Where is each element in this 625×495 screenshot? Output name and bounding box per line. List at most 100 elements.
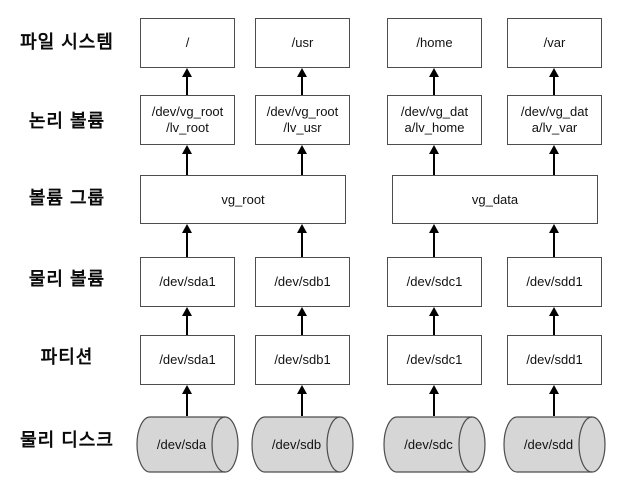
arrow-shaft: [433, 77, 435, 95]
partition-label: /dev/sdc1: [406, 352, 463, 367]
up-arrow: [296, 145, 308, 175]
up-arrow: [548, 307, 560, 335]
up-arrow: [548, 68, 560, 95]
lv-label-line1: /dev/vg_dat: [520, 104, 589, 119]
partition-label: /dev/sda1: [159, 352, 216, 367]
arrow-shaft: [433, 394, 435, 416]
arrow-shaft: [301, 394, 303, 416]
partition-label: /dev/sdb1: [274, 352, 331, 367]
disk-label: /dev/sdb: [271, 437, 322, 452]
arrow-shaft: [553, 233, 555, 257]
up-arrow: [181, 385, 193, 416]
filesystem-label: /var: [543, 35, 566, 50]
arrow-shaft: [553, 77, 555, 95]
lv-label-line1: /dev/vg_root: [266, 104, 339, 119]
arrowhead-icon: [549, 385, 559, 394]
disk-label: /dev/sdc: [404, 437, 453, 452]
cylinder-icon: [251, 416, 354, 473]
arrow-shaft: [186, 394, 188, 416]
arrowhead-icon: [297, 145, 307, 154]
filesystem-label: /: [185, 35, 190, 50]
physical-volume-box: /dev/sdb1: [255, 257, 350, 307]
up-arrow: [296, 68, 308, 95]
physical-volume-label: /dev/sdd1: [526, 274, 583, 289]
cylinder-icon: [383, 416, 486, 473]
up-arrow: [296, 307, 308, 335]
partition-label: /dev/sdd1: [526, 352, 583, 367]
arrow-shaft: [301, 77, 303, 95]
logical-volume-box: /dev/vg_root /lv_usr: [255, 95, 350, 145]
arrowhead-icon: [297, 307, 307, 316]
up-arrow: [296, 224, 308, 257]
disk-cylinder: /dev/sda: [136, 416, 239, 473]
arrowhead-icon: [549, 145, 559, 154]
arrow-shaft: [433, 233, 435, 257]
arrow-shaft: [553, 154, 555, 175]
up-arrow: [428, 224, 440, 257]
physical-volume-box: /dev/sdc1: [387, 257, 482, 307]
lv-label-line2: /lv_usr: [283, 120, 322, 135]
filesystem-box: /: [140, 18, 235, 68]
up-arrow: [428, 68, 440, 95]
filesystem-label: /home: [416, 35, 453, 50]
row-label-volume-group: 볼륨 그룹: [28, 188, 106, 208]
physical-volume-label: /dev/sdb1: [274, 274, 331, 289]
arrowhead-icon: [297, 385, 307, 394]
arrow-shaft: [186, 316, 188, 335]
volume-group-box: vg_root: [140, 175, 346, 224]
volume-group-label: vg_root: [221, 191, 265, 207]
disk-cylinder: /dev/sdb: [251, 416, 354, 473]
arrowhead-icon: [182, 385, 192, 394]
arrow-shaft: [553, 316, 555, 335]
partition-box: /dev/sdc1: [387, 335, 482, 385]
row-label-physical-disk: 물리 디스크: [20, 430, 114, 450]
filesystem-box: /usr: [255, 18, 350, 68]
arrow-shaft: [186, 154, 188, 175]
arrowhead-icon: [429, 385, 439, 394]
filesystem-box: /var: [507, 18, 602, 68]
arrowhead-icon: [549, 68, 559, 77]
arrowhead-icon: [182, 145, 192, 154]
row-label-logical-volume: 논리 볼륨: [28, 111, 106, 131]
volume-group-box: vg_data: [392, 175, 598, 224]
row-label-file-system: 파일 시스템: [20, 32, 114, 52]
up-arrow: [548, 145, 560, 175]
arrowhead-icon: [429, 224, 439, 233]
partition-box: /dev/sdb1: [255, 335, 350, 385]
row-label-physical-volume: 물리 볼륨: [28, 269, 106, 289]
up-arrow: [181, 307, 193, 335]
physical-volume-label: /dev/sda1: [159, 274, 216, 289]
up-arrow: [428, 307, 440, 335]
lv-label-line1: /dev/vg_root: [151, 104, 224, 119]
up-arrow: [181, 224, 193, 257]
arrowhead-icon: [549, 224, 559, 233]
up-arrow: [548, 385, 560, 416]
arrowhead-icon: [182, 68, 192, 77]
arrow-shaft: [186, 233, 188, 257]
up-arrow: [181, 145, 193, 175]
arrowhead-icon: [429, 145, 439, 154]
up-arrow: [181, 68, 193, 95]
arrow-shaft: [186, 77, 188, 95]
disk-label: /dev/sda: [156, 437, 207, 452]
filesystem-label: /usr: [291, 35, 314, 50]
physical-volume-box: /dev/sda1: [140, 257, 235, 307]
physical-volume-box: /dev/sdd1: [507, 257, 602, 307]
arrow-shaft: [301, 316, 303, 335]
logical-volume-box: /dev/vg_dat a/lv_home: [387, 95, 482, 145]
filesystem-box: /home: [387, 18, 482, 68]
up-arrow: [428, 385, 440, 416]
partition-box: /dev/sda1: [140, 335, 235, 385]
up-arrow: [548, 224, 560, 257]
lv-label-line2: /lv_root: [166, 120, 209, 135]
disk-cylinder: /dev/sdc: [383, 416, 486, 473]
arrowhead-icon: [297, 68, 307, 77]
up-arrow: [296, 385, 308, 416]
up-arrow: [428, 145, 440, 175]
volume-group-label: vg_data: [471, 191, 519, 207]
partition-box: /dev/sdd1: [507, 335, 602, 385]
arrow-shaft: [433, 154, 435, 175]
disk-cylinder: /dev/sdd: [503, 416, 606, 473]
physical-volume-label: /dev/sdc1: [406, 274, 463, 289]
